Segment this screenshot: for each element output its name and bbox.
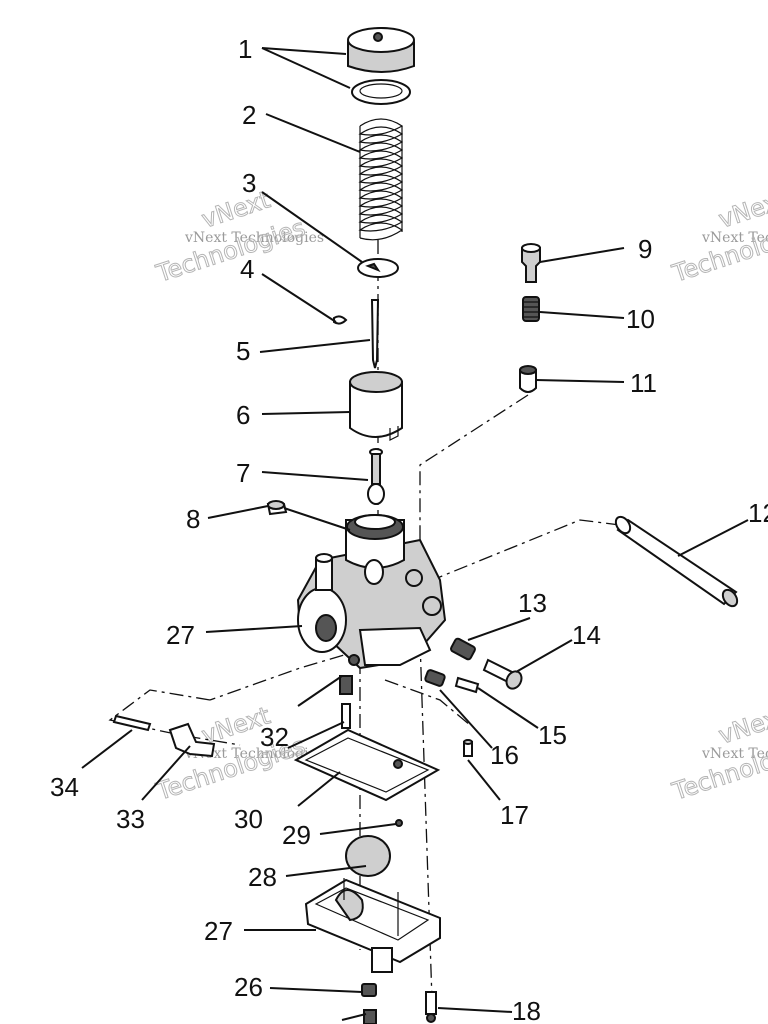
watermark-big-text: vNext bbox=[715, 701, 768, 749]
callout-3: 3 bbox=[242, 168, 256, 198]
part-spring bbox=[358, 118, 404, 241]
watermark-small-text: vNext Technologies bbox=[701, 746, 768, 762]
callout-6: 6 bbox=[236, 400, 250, 430]
part-needle bbox=[370, 299, 380, 369]
watermark-right-mid: vNext Technologies vNext Technologies bbox=[668, 701, 768, 807]
watermark-big-text: vNext bbox=[715, 185, 768, 233]
callout-27-body: 27 bbox=[166, 620, 195, 650]
part-needle-jet bbox=[367, 448, 385, 505]
part-drain-screw bbox=[425, 991, 437, 1023]
callout-30: 30 bbox=[234, 804, 263, 834]
callout-9: 9 bbox=[638, 234, 652, 264]
part-idle-screw bbox=[482, 658, 523, 690]
part-washer bbox=[351, 79, 411, 105]
part-bottom-fitting bbox=[363, 1009, 377, 1024]
part-drain-plug bbox=[361, 983, 377, 997]
callout-14: 14 bbox=[572, 620, 601, 650]
part-cap-tube bbox=[266, 500, 288, 516]
part-carburetor-body bbox=[296, 514, 447, 670]
callout-27-bowl: 27 bbox=[204, 916, 233, 946]
part-air-screw bbox=[454, 676, 480, 694]
callout-32: 32 bbox=[260, 722, 289, 752]
part-ball bbox=[395, 819, 403, 827]
part-pilot-fitting bbox=[521, 243, 541, 283]
part-rod bbox=[614, 515, 739, 608]
part-pilot-spring bbox=[522, 296, 540, 322]
part-float bbox=[345, 835, 391, 877]
leader-lines bbox=[81, 47, 749, 1021]
callout-8: 8 bbox=[186, 504, 200, 534]
part-gasket bbox=[293, 728, 441, 802]
callout-28: 28 bbox=[248, 862, 277, 892]
part-pilot-screw bbox=[519, 365, 537, 393]
callout-15: 15 bbox=[538, 720, 567, 750]
callout-26: 26 bbox=[234, 972, 263, 1002]
callout-12: 12 bbox=[748, 498, 768, 528]
callout-11: 11 bbox=[630, 368, 657, 398]
callout-34: 34 bbox=[50, 772, 79, 802]
callout-7: 7 bbox=[236, 458, 250, 488]
watermark-small-text: vNext Technologies bbox=[184, 746, 324, 762]
callout-33: 33 bbox=[116, 804, 145, 834]
part-choke-pin bbox=[112, 714, 152, 732]
part-choke-lever bbox=[168, 722, 216, 758]
callout-1: 1 bbox=[238, 34, 252, 64]
watermark-left-mid: vNext Technologies vNext Technologies bbox=[152, 701, 324, 807]
part-retainer bbox=[357, 258, 399, 278]
callout-4: 4 bbox=[240, 254, 254, 284]
watermark-small-text: vNext Technologies bbox=[701, 230, 768, 246]
callout-17: 17 bbox=[500, 800, 529, 830]
part-idle-spring bbox=[450, 637, 476, 661]
part-clip bbox=[333, 315, 348, 325]
watermark-left-top: vNext Technologies vNext Technologies bbox=[152, 185, 324, 289]
callout-5: 5 bbox=[236, 336, 250, 366]
watermark-big-text: Technologies bbox=[668, 213, 768, 288]
part-cap bbox=[347, 26, 415, 73]
part-small-jet bbox=[463, 739, 473, 757]
callout-10: 10 bbox=[626, 304, 655, 334]
part-air-spring bbox=[424, 669, 446, 687]
callout-2: 2 bbox=[242, 100, 256, 130]
watermark-big-text: Technologies bbox=[668, 731, 768, 806]
callout-18: 18 bbox=[512, 996, 541, 1024]
callout-13: 13 bbox=[518, 588, 547, 618]
watermark-small-text: vNext Technologies bbox=[184, 230, 324, 246]
part-slide bbox=[349, 371, 403, 441]
watermark-right-top: vNext Technologies vNext Technologies bbox=[668, 185, 768, 289]
part-float-bowl bbox=[304, 878, 441, 973]
callout-16: 16 bbox=[490, 740, 519, 770]
part-main-jet bbox=[339, 675, 353, 729]
callout-29: 29 bbox=[282, 820, 311, 850]
callout-labels: 1 2 3 4 5 6 7 8 9 10 11 12 13 14 15 16 1… bbox=[50, 34, 768, 1024]
